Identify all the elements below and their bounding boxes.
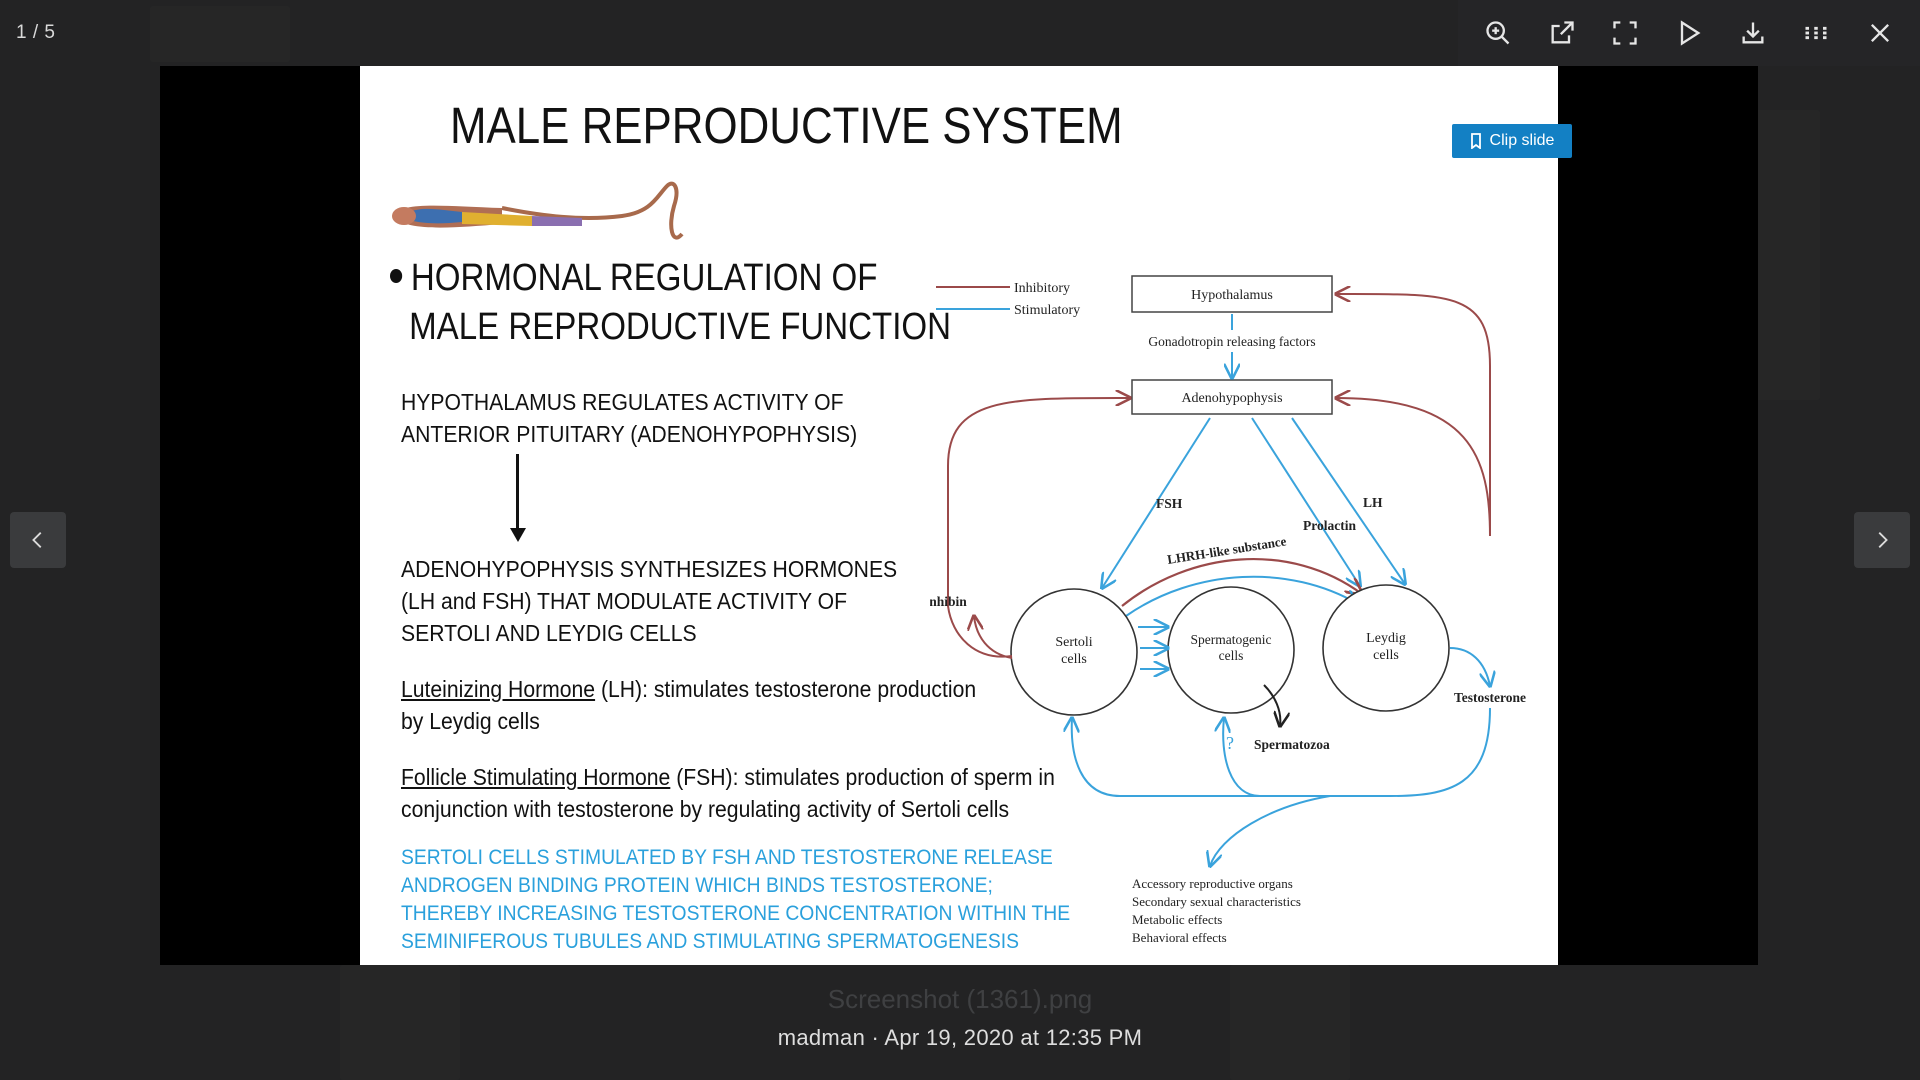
zoom-in-icon [1484,19,1512,47]
gonadotropin-label: Gonadotropin releasing factors [1148,334,1315,349]
viewer-topbar: 1 / 5 [0,0,1920,66]
spermatogenic-label-2: cells [1219,648,1244,663]
bullet-line-2: MALE REPRODUCTIVE FUNCTION [390,303,951,352]
slide-counter: 1 / 5 [16,22,55,44]
grid-view-button[interactable] [1794,11,1838,55]
download-button[interactable] [1731,11,1775,55]
zoom-in-button[interactable] [1476,11,1520,55]
prolactin-arrow [1252,418,1360,586]
fsh-term: Follicle Stimulating Hormone [401,764,670,790]
lh-definition: (LH): stimulates testosterone production [595,676,976,702]
text-line: SERTOLI AND LEYDIG CELLS [401,618,697,649]
slide-title: MALE REPRODUCTIVE SYSTEM [450,96,1123,155]
slide-image: MALE REPRODUCTIVE SYSTEM HORMONAL REGULA… [360,66,1558,965]
next-slide-button[interactable] [1854,512,1910,568]
slideshow-play-button[interactable] [1667,11,1711,55]
slide-bullet-heading: HORMONAL REGULATION OF MALE REPRODUCTIVE… [390,254,951,352]
clip-icon [1470,133,1484,149]
leydig-label-2: cells [1373,648,1399,663]
author-date-caption: madman · Apr 19, 2020 at 12:35 PM [0,1025,1920,1051]
clip-slide-button[interactable]: Clip slide [1452,124,1572,158]
effect-secondary-characteristics: Secondary sexual characteristics [1132,894,1301,909]
effect-accessory-organs: Accessory reproductive organs [1132,876,1293,891]
legend-inhibitory-label: Inhibitory [1014,281,1070,296]
bullet-dot [390,269,402,283]
effect-behavioral: Behavioral effects [1132,930,1227,945]
text-line: ANDROGEN BINDING PROTEIN WHICH BINDS TES… [401,870,993,901]
text-line: (LH and FSH) THAT MODULATE ACTIVITY OF [401,586,847,617]
image-stage: MALE REPRODUCTIVE SYSTEM HORMONAL REGULA… [160,66,1758,965]
text-line: ADENOHYPOPHYSIS SYNTHESIZES HORMONES [401,554,897,585]
bullet-line-1: HORMONAL REGULATION OF [411,257,878,299]
viewer-toolbar [1458,0,1920,66]
hormone-regulation-diagram: Inhibitory Stimulatory Hypothalamus Gona… [930,196,1558,956]
grid-icon [1802,19,1830,47]
leydig-label-1: Leydig [1366,631,1406,646]
text-line: SEMINIFEROUS TUBULES AND STIMULATING SPE… [401,926,1019,957]
question-mark: ? [1226,733,1234,753]
down-arrowhead [510,528,526,542]
legend-stimulatory-label: Stimulatory [1014,303,1080,318]
sertoli-label-2: cells [1061,652,1087,667]
close-viewer-button[interactable] [1858,11,1902,55]
prolactin-label: Prolactin [1303,518,1356,533]
play-icon [1675,19,1703,47]
down-arrow [516,454,519,534]
open-external-button[interactable] [1540,11,1584,55]
download-icon [1739,19,1767,47]
inhibin-label: Inhibin [930,594,967,609]
testosterone-hypothalamus-feedback [1336,294,1490,536]
text-line: by Leydig cells [401,706,540,737]
adenohypophysis-label: Adenohypophysis [1181,391,1282,406]
file-name-caption: Screenshot (1361).png [0,984,1920,1015]
fsh-label: FSH [1156,496,1183,511]
text-line: HYPOTHALAMUS REGULATES ACTIVITY OF [401,387,843,418]
spermatogenic-label-1: Spermatogenic [1191,632,1272,647]
effect-metabolic: Metabolic effects [1132,912,1222,927]
testosterone-label: Testosterone [1454,690,1526,705]
testosterone-output-arrow [1450,648,1490,686]
text-line: Luteinizing Hormone (LH): stimulates tes… [401,674,976,705]
open-external-icon [1548,19,1576,47]
chevron-right-icon [1871,529,1893,551]
close-icon [1866,19,1894,47]
previous-slide-button[interactable] [10,512,66,568]
lh-term: Luteinizing Hormone [401,676,595,702]
spermatozoa-label: Spermatozoa [1254,737,1330,752]
testosterone-to-spermatogenic-path [1223,718,1260,796]
fullscreen-icon [1611,19,1639,47]
clip-slide-label: Clip slide [1490,132,1555,150]
sertoli-label-1: Sertoli [1055,635,1092,650]
testosterone-to-effects-path [1210,796,1330,866]
fullscreen-button[interactable] [1603,11,1647,55]
text-line: ANTERIOR PITUITARY (ADENOHYPOPHYSIS) [401,419,857,450]
chevron-left-icon [27,529,49,551]
lh-label: LH [1363,495,1383,510]
text-line: conjunction with testosterone by regulat… [401,794,1009,825]
hypothalamus-label: Hypothalamus [1191,288,1273,303]
lh-arrow [1292,418,1405,584]
